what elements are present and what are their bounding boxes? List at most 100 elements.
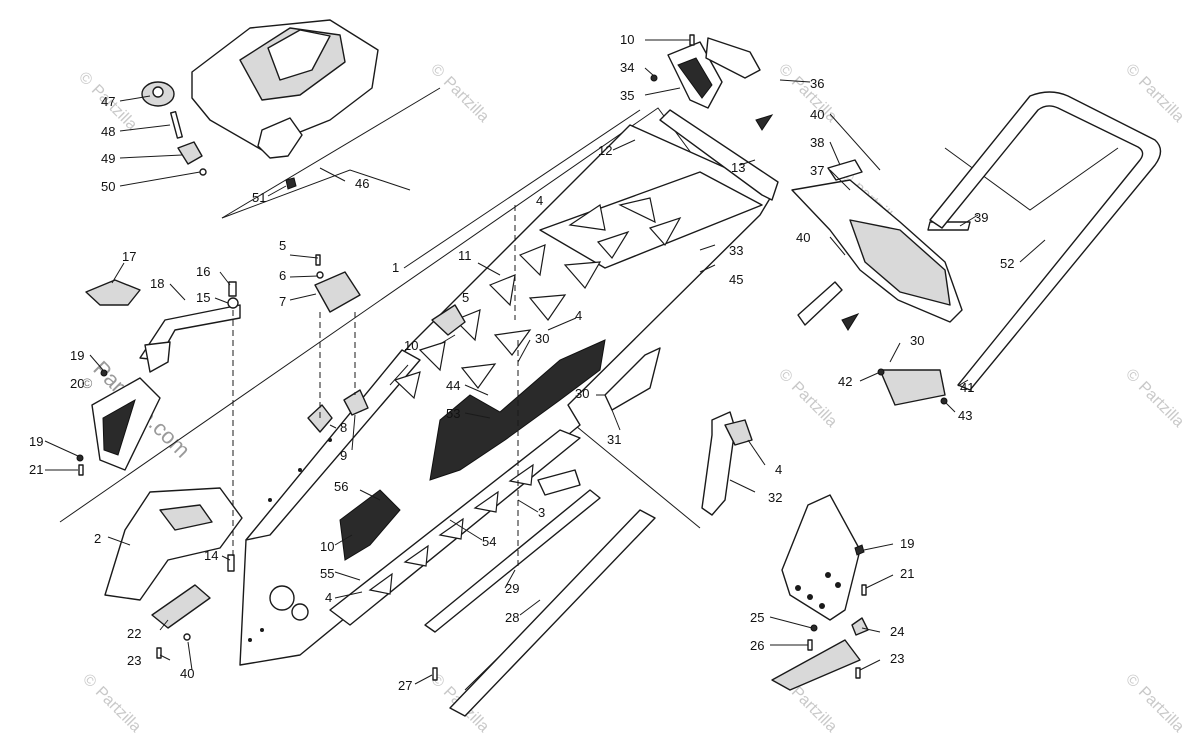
leader [504,569,516,589]
watermark-symbol: © [427,61,448,82]
bumper-mount-plate [879,369,946,406]
reflector-36 [705,37,761,79]
leader [829,169,851,191]
callout-53: 53 [446,406,460,421]
watermark-symbol: © [79,671,100,692]
watermark-text: Partzilla [92,684,144,736]
callout-44: 44 [446,378,460,393]
tunnel-front-port [291,603,309,621]
callout-29: 29 [505,581,519,596]
leader [959,214,979,227]
seat-group-box-line [221,87,441,219]
callout-10: 10 [404,338,418,353]
screw-5 [315,254,321,266]
front-mount-body [104,487,243,601]
screw-23 [156,647,162,659]
callout-9: 9 [340,448,347,463]
footrest-hole [795,585,801,591]
rear-bracket-13 [659,109,779,201]
seat-group-leader [221,169,411,219]
callout-28: 28 [505,610,519,625]
callout-4: 4 [775,462,782,477]
callout-33: 33 [729,243,743,258]
leader [119,154,183,159]
leader [747,439,766,466]
leader [334,571,361,581]
callout-56: 56 [334,479,348,494]
leader [477,262,501,276]
callout-17: 17 [122,249,136,264]
tunnel-cutout [648,216,682,247]
tunnel-cutout [618,197,656,224]
callout-31: 31 [607,432,621,447]
callout-24: 24 [890,624,904,639]
snow-flap-37-inner [849,219,951,306]
pad-24 [771,639,861,691]
leader [699,244,716,251]
leader [119,95,151,102]
callout-3: 3 [538,505,545,520]
callout-8: 8 [340,420,347,435]
handle-18-end [144,341,171,373]
lattice-cutout [403,544,429,567]
callout-4: 4 [536,193,543,208]
callout-49: 49 [101,151,115,166]
callout-10: 10 [620,32,634,47]
leader [359,489,381,501]
guard-20 [91,377,161,471]
snow-flap-assembly [755,114,971,331]
leader-lines [44,39,1046,685]
tunnel-side-dark-section [339,489,401,561]
rivet-hole [248,638,252,642]
tunnel-cutout [528,294,567,322]
leader [859,659,881,671]
leader [464,412,491,419]
leader [319,167,346,182]
nut-34 [650,74,658,82]
callout-37: 37 [810,163,824,178]
leader [221,555,231,561]
callout-16: 16 [196,264,210,279]
watermark-corner: © [82,375,93,391]
watermark-text: Partzilla [1135,74,1187,126]
callout-5: 5 [279,238,286,253]
leader [889,342,901,363]
tunnel-group-box-line [59,107,701,523]
seat-storage-bag [191,19,379,159]
leader [1019,239,1046,263]
watermark-text: Partzilla [1135,684,1187,736]
callout-13: 13 [731,160,745,175]
callout-50: 50 [101,179,115,194]
tunnel-cutout [460,363,497,389]
callout-19: 19 [900,536,914,551]
callout-30: 30 [535,331,549,346]
leader [729,479,756,493]
rail-28 [449,509,656,717]
leader [547,317,577,331]
rivet-hole [298,468,302,472]
watermark-text: Partzilla [788,684,840,736]
watermark-symbol: © [1122,671,1143,692]
bracket-7 [314,271,361,313]
callout-23: 23 [127,653,141,668]
nut-19 [100,369,108,377]
leader [219,271,231,286]
handle-18 [139,304,241,373]
washer-6 [316,271,324,279]
leader [119,124,171,132]
callout-15: 15 [196,290,210,305]
callout-14: 14 [204,548,218,563]
callout-21: 21 [900,566,914,581]
bolt-16 [228,281,237,297]
leader [44,440,79,457]
callout-52: 52 [1000,256,1014,271]
bracket-7-body [314,271,361,313]
leader [334,591,363,599]
nut-40 [183,633,191,641]
leader [829,236,846,256]
rail-29 [424,489,601,633]
leader [739,159,756,166]
callout-4: 4 [325,590,332,605]
callout-18: 18 [150,276,164,291]
leader [334,534,353,546]
